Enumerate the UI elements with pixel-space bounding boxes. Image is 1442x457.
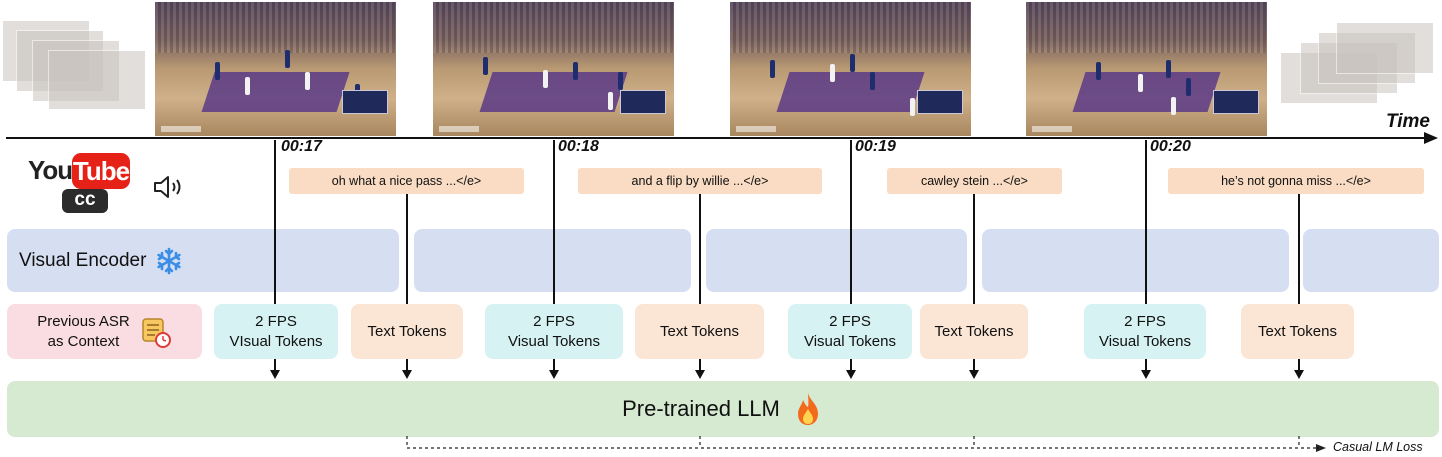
connector-00-20 [1145,140,1147,370]
youtube-word-tube: Tube [72,153,130,189]
text-tokens-box-2: Text Tokens [635,304,764,359]
causal-lm-loss-label: Casual LM Loss [1333,440,1423,454]
asr-caption-3: cawley stein ...</e> [887,168,1062,194]
asr-caption-2: and a flip by willie ...</e> [578,168,822,194]
visual-tokens-box-4: 2 FPS Visual Tokens [1084,304,1206,359]
asr-caption-1: oh what a nice pass ...</e> [289,168,524,194]
llm-label: Pre-trained LLM [622,396,780,421]
video-frame-1 [155,2,396,136]
arrowhead [549,370,559,379]
youtube-word-you: You [28,155,73,185]
previous-asr-context-box: Previous ASR as Context [7,304,202,359]
arrowhead [846,370,856,379]
arrowhead [695,370,705,379]
arrowhead [969,370,979,379]
connector-00-19 [850,140,852,370]
arrowhead [270,370,280,379]
fire-icon [797,393,818,425]
context-line-2: as Context [47,332,120,350]
pretrained-llm-block: Pre-trained LLM [7,381,1439,437]
time-axis-label: Time [1386,111,1431,132]
arrowhead [1294,370,1304,379]
context-line-1: Previous ASR [37,312,130,330]
visual-encoder-block-1: Visual Encoder [7,229,399,292]
snowflake-icon [157,247,182,274]
visual-encoder-block-2 [414,229,691,292]
timestamp-00-19: 00:19 [855,138,896,155]
connector-00-17 [274,140,276,370]
visual-tokens-box-3: 2 FPS Visual Tokens [788,304,912,359]
text-tokens-box-1: Text Tokens [351,304,463,359]
visual-tokens-label: Visual Tokens [507,332,600,350]
visual-tokens-fps: 2 FPS [533,312,575,330]
visual-tokens-box-1: 2 FPS VIsual Tokens [214,304,338,359]
speaker-icon [154,176,181,198]
connector-caption-1 [406,194,408,370]
visual-tokens-label: Visual Tokens [1098,332,1191,350]
visual-encoder-block-3 [706,229,967,292]
asr-caption-4: he’s not gonna miss ...</e> [1168,168,1424,194]
connector-00-18 [553,140,555,370]
connector-caption-3 [973,194,975,370]
arrowhead [402,370,412,379]
visual-tokens-fps: 2 FPS [829,312,871,330]
youtube-cc-logo: You Tube cc [26,153,136,215]
scroll-clock-icon [142,317,171,348]
causal-lm-loss-path [406,436,1326,452]
visual-encoder-label: Visual Encoder [19,249,147,271]
visual-encoder-block-4 [982,229,1289,292]
visual-encoder-block-5 [1303,229,1439,292]
visual-tokens-box-2: 2 FPS Visual Tokens [485,304,623,359]
visual-tokens-label: Visual Tokens [803,332,896,350]
connector-caption-2 [699,194,701,370]
visual-tokens-fps: 2 FPS [1124,312,1166,330]
timestamp-00-18: 00:18 [558,138,599,155]
arrowhead [1141,370,1151,379]
text-tokens-box-4: Text Tokens [1241,304,1354,359]
connector-caption-4 [1298,194,1300,370]
timeline-axis [6,132,1438,144]
video-frame-2 [433,2,674,136]
video-frame-3 [730,2,971,136]
video-frame-4 [1026,2,1267,136]
cc-badge: cc [62,189,108,213]
visual-tokens-label: VIsual Tokens [229,332,323,350]
timestamp-00-20: 00:20 [1150,138,1191,155]
timestamp-00-17: 00:17 [281,138,322,155]
visual-tokens-fps: 2 FPS [255,312,297,330]
text-tokens-box-3: Text Tokens [920,304,1028,359]
